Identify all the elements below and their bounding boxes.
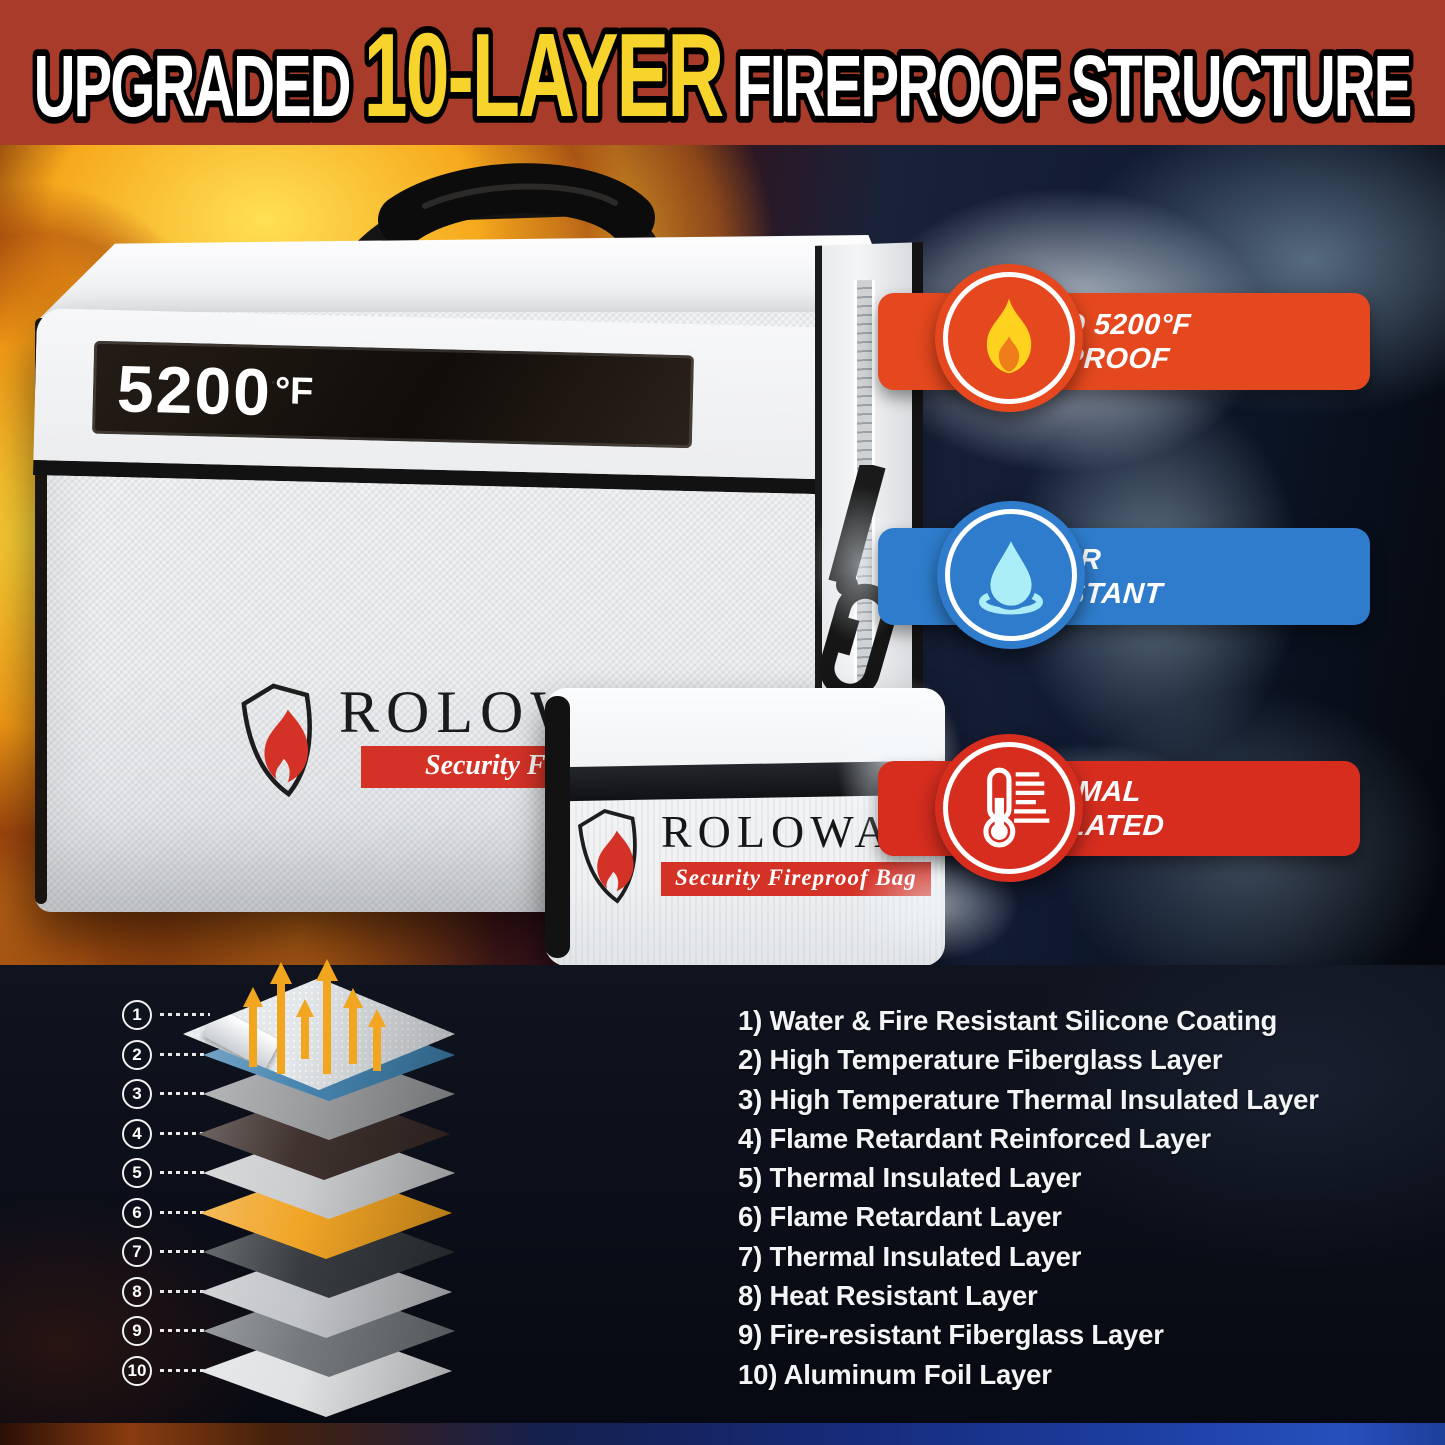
leader-line-7 xyxy=(160,1250,210,1253)
flame-icon xyxy=(986,298,1032,374)
layer-list-item: 10) Aluminum Foil Layer xyxy=(738,1358,1052,1390)
leader-line-5 xyxy=(160,1171,210,1174)
leader-line-8 xyxy=(160,1290,210,1293)
leader-line-2 xyxy=(160,1053,210,1056)
bottom-gradient-bar xyxy=(0,1423,1445,1445)
layer-number-4: 4 xyxy=(122,1119,152,1149)
leader-line-3 xyxy=(160,1092,210,1095)
shield-flame-icon xyxy=(576,805,646,907)
banner-text-prefix: UPGRADED xyxy=(34,37,364,135)
svg-text:UPGRADED 10-LAYER FIREPROOF ST: UPGRADED 10-LAYER FIREPROOF STRUCTURE xyxy=(34,10,1411,142)
bag-temperature-unit: °F xyxy=(274,370,314,414)
layer-number-8: 8 xyxy=(122,1277,152,1307)
heat-arrows-icon xyxy=(243,959,386,1074)
water-drop-icon xyxy=(979,531,1043,615)
banner: UPGRADED 10-LAYER FIREPROOF STRUCTURE xyxy=(0,0,1445,145)
layer-number-2: 2 xyxy=(122,1040,152,1070)
banner-text-suffix: FIREPROOF STRUCTURE xyxy=(722,37,1410,135)
layer-number-6: 6 xyxy=(122,1198,152,1228)
layer-number-5: 5 xyxy=(122,1158,152,1188)
layer-structure-section: 1 2 3 4 5 6 7 8 9 10 1) Water & Fire Res… xyxy=(0,959,1445,1423)
leader-line-10 xyxy=(160,1369,210,1372)
layer-list-item: 9) Fire-resistant Fiberglass Layer xyxy=(738,1319,1164,1351)
bag-top-face xyxy=(37,235,903,321)
layer-list-item: 3) High Temperature Thermal Insulated La… xyxy=(738,1083,1319,1115)
bag-temperature-value: 5200 xyxy=(116,350,273,429)
layer-number-10: 10 xyxy=(122,1356,152,1386)
leader-line-4 xyxy=(160,1132,210,1135)
layer-list-item: 7) Thermal Insulated Layer xyxy=(738,1240,1082,1272)
banner-headline: UPGRADED 10-LAYER FIREPROOF STRUCTURE xyxy=(28,5,1418,145)
bag-temperature-label: 5200°F xyxy=(91,340,695,449)
pouch-brand-tagline: Security Fireproof Bag xyxy=(661,862,931,896)
banner-text-highlight: 10-LAYER xyxy=(364,10,723,142)
layer-list-item: 2) High Temperature Fiberglass Layer xyxy=(738,1044,1223,1076)
layer-description-list: 1) Water & Fire Resistant Silicone Coati… xyxy=(738,1001,1428,1394)
leader-line-1 xyxy=(160,1013,210,1016)
leader-line-6 xyxy=(160,1211,210,1214)
thermal-insulated-badge xyxy=(935,734,1083,882)
layer-list-item: 1) Water & Fire Resistant Silicone Coati… xyxy=(738,1005,1278,1036)
layer-list-item: 5) Thermal Insulated Layer xyxy=(738,1162,1082,1194)
thermometer-icon xyxy=(983,767,1050,848)
layer-list-item: 8) Heat Resistant Layer xyxy=(738,1280,1038,1312)
layer-number-1: 1 xyxy=(122,1000,152,1030)
layer-number-7: 7 xyxy=(122,1237,152,1267)
leader-line-9 xyxy=(160,1329,210,1332)
water-resistant-badge xyxy=(937,501,1085,649)
layer-number-9: 9 xyxy=(122,1316,152,1346)
layer-list-item: 6) Flame Retardant Layer xyxy=(738,1201,1062,1233)
layer-list-item: 4) Flame Retardant Reinforced Layer xyxy=(738,1122,1211,1154)
hero-photo-section: 5200°F ROLOWAY Security Fireproof Bag xyxy=(0,145,1445,965)
shield-flame-icon xyxy=(227,674,335,806)
layer-number-3: 3 xyxy=(122,1079,152,1109)
fireproof-badge xyxy=(935,264,1083,412)
